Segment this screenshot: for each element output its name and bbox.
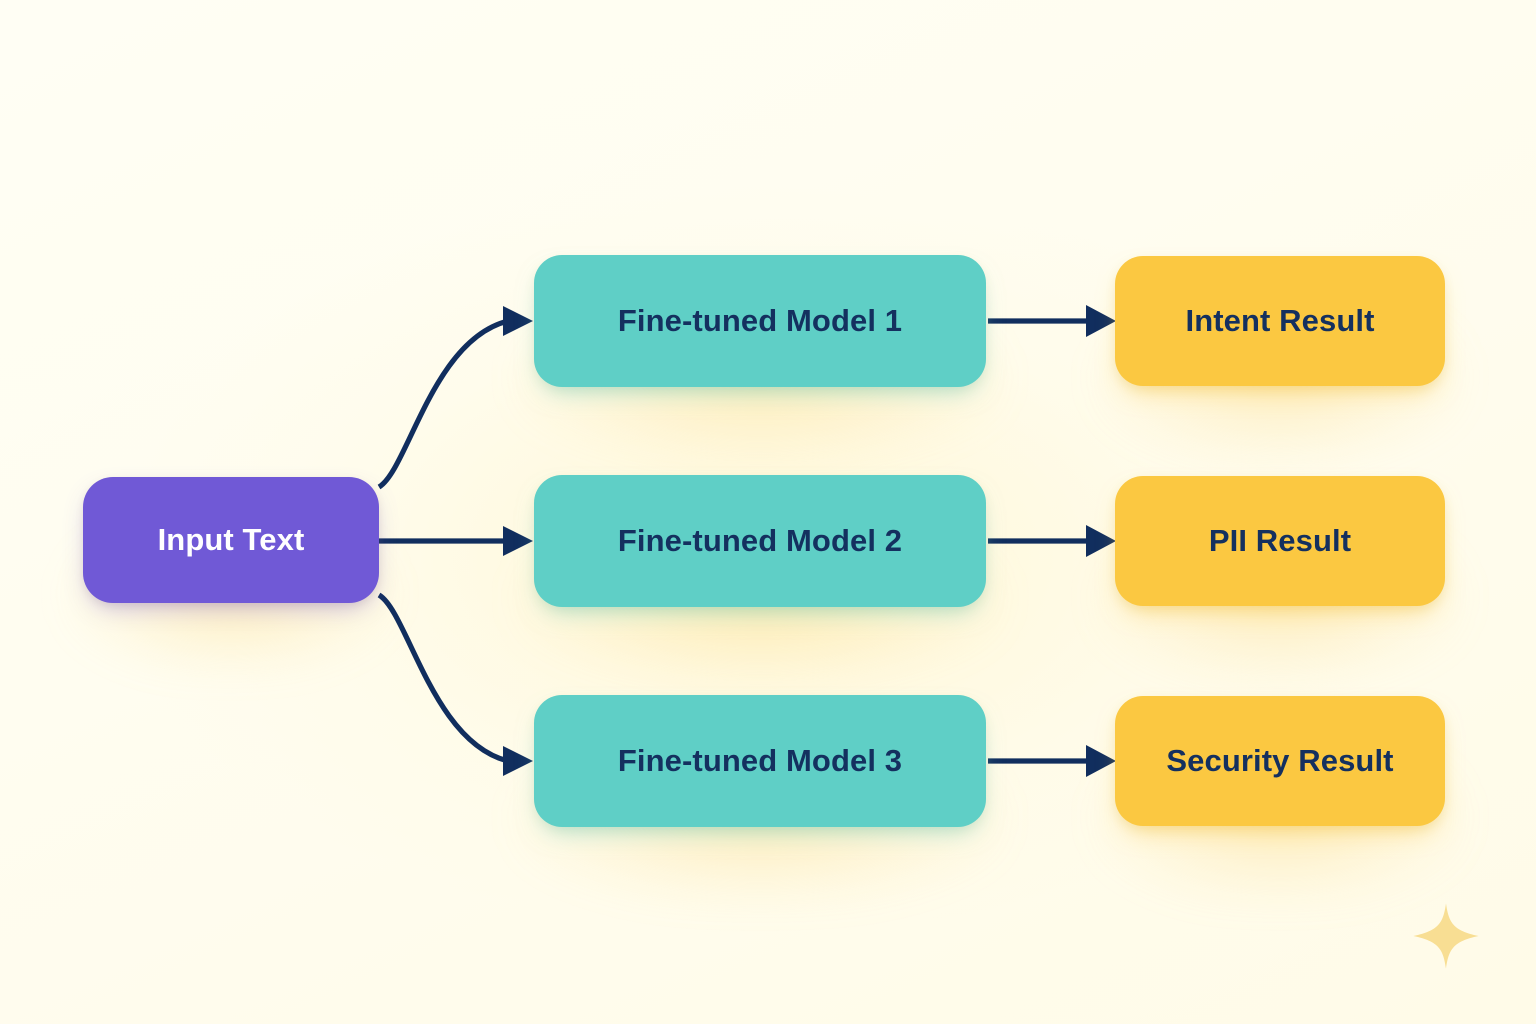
node-fine-tuned-model-1[interactable]: Fine-tuned Model 1 — [534, 255, 986, 387]
edge-model-2-to-result-2 — [988, 525, 1116, 557]
node-security-result[interactable]: Security Result — [1115, 696, 1445, 826]
node-security-result-label: Security Result — [1166, 743, 1394, 779]
node-pii-result-label: PII Result — [1208, 523, 1352, 559]
edge-input-to-model-2 — [379, 526, 533, 556]
edge-input-to-model-3 — [377, 592, 533, 776]
arrowhead-icon — [1086, 305, 1116, 337]
edge-model-3-to-result-3 — [988, 745, 1116, 777]
node-input-text-label: Input Text — [157, 522, 305, 558]
edge-input-to-model-1 — [377, 306, 533, 490]
node-fine-tuned-model-3[interactable]: Fine-tuned Model 3 — [534, 695, 986, 827]
edge-model-1-to-result-1 — [988, 305, 1116, 337]
node-pii-result[interactable]: PII Result — [1115, 476, 1445, 606]
node-fine-tuned-model-2[interactable]: Fine-tuned Model 2 — [534, 475, 986, 607]
sparkle-icon — [1413, 903, 1479, 969]
node-intent-result[interactable]: Intent Result — [1115, 256, 1445, 386]
arrowhead-icon — [503, 526, 533, 556]
node-fine-tuned-model-1-label: Fine-tuned Model 1 — [617, 303, 903, 339]
arrowhead-icon — [503, 746, 533, 776]
node-intent-result-label: Intent Result — [1185, 303, 1375, 339]
arrowhead-icon — [503, 306, 533, 336]
node-input-text[interactable]: Input Text — [83, 477, 379, 603]
arrowhead-icon — [1086, 525, 1116, 557]
arrowhead-icon — [1086, 745, 1116, 777]
node-fine-tuned-model-2-label: Fine-tuned Model 2 — [617, 523, 903, 559]
node-fine-tuned-model-3-label: Fine-tuned Model 3 — [617, 743, 903, 779]
